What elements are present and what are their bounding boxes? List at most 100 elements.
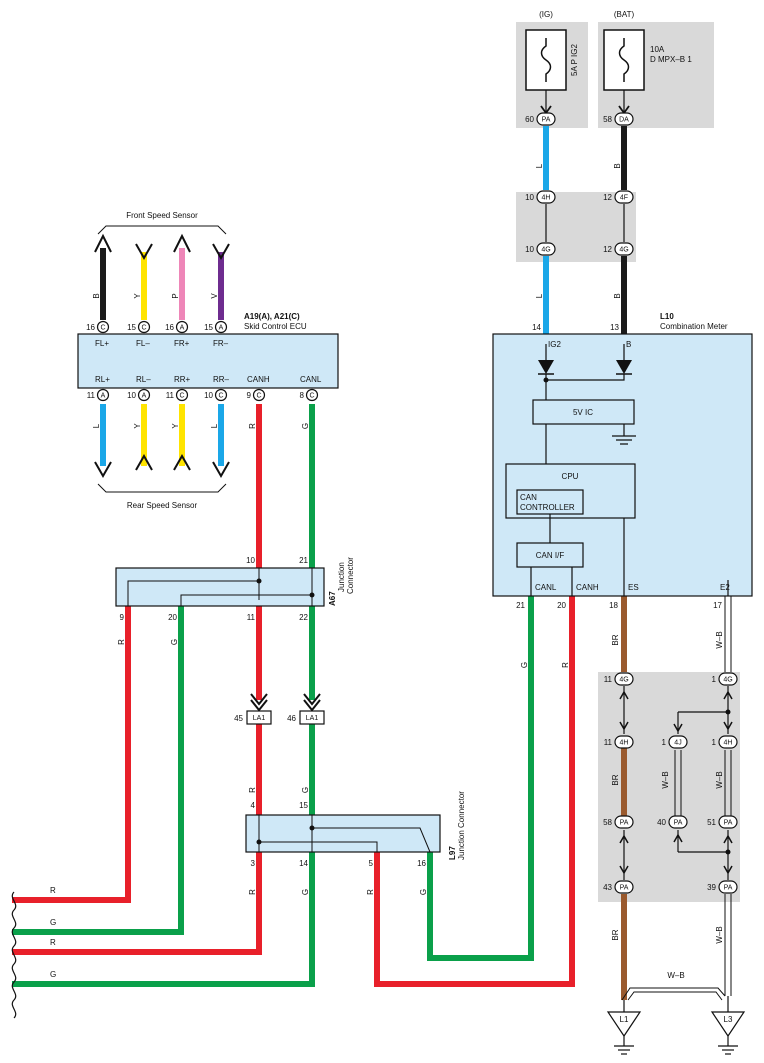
ecu-bottom-pin-2 [175,388,189,402]
5v-ic-box [532,399,635,425]
pin-4h-code: 4H [542,195,551,202]
left-wire-label-0: R [50,886,56,895]
pin-bat-da-code: DA [619,117,629,124]
gb-pa-51-code: PA [724,820,733,827]
ecu-bottom-label-3: RR– [213,375,230,384]
l97-bottom-pin-1: 14 [299,859,308,868]
bat-label: (BAT) [614,10,635,19]
left-wire-label-1: G [50,918,56,927]
meter-canl-label: CANL [535,583,557,592]
bat-fuse-name: D MPX–B 1 [650,55,692,64]
wire-a67-20 [12,606,184,935]
gb-4g-right-code: 4G [723,677,732,684]
a67-wire-g: G [170,639,179,645]
ecu-bottom-wire-2: Y [171,423,180,429]
meter-wire-e2: W–B [715,631,724,648]
pin-4g-left-num: 10 [525,245,534,254]
can-controller-label-1: CAN [520,493,537,502]
ecu-top-wire-1: Y [133,293,142,299]
fuse-ig [525,29,567,91]
front-sensor-label: Front Speed Sensor [126,211,198,220]
gb-4h-right [718,735,738,749]
ecu-bottom-pin-1-code: A [142,393,147,400]
gb-4j [668,735,688,749]
gb-4g-left-code: 4G [619,677,628,684]
gb-4j-num: 1 [662,738,667,747]
ecu-bottom-label-1: RL– [136,375,151,384]
pin-4h [536,190,556,204]
la1-g-code: LA1 [306,715,319,722]
pin-4g-left [536,242,556,256]
gb-wire-wb-2: W–B [715,771,724,788]
gb-wire-br-1: BR [611,774,620,785]
pin-4f-num: 12 [603,193,612,202]
meter-wire-canh: R [561,662,570,668]
ecu-bottom-pin-0-code: A [101,393,106,400]
ecu-bottom-pin-2-num: 11 [166,391,175,400]
wire-ground-cross [621,987,726,1001]
gb-pa-39-code: PA [724,885,733,892]
ecu-top-label-0: FL+ [95,339,109,348]
meter-es-label: ES [628,583,639,592]
l97-top-pin-1: 15 [299,801,308,810]
a67-id: A67 [328,591,337,606]
wire-code-ig-l-2: L [535,293,544,298]
a67-bottom-pin-1: 20 [168,613,177,622]
pin-4g-right-code: 4G [619,247,628,254]
l97-wire-g-16: G [419,889,428,895]
gb-4h-left-num: 11 [604,738,613,747]
l97-top-pin-0: 4 [251,801,256,810]
ecu-bottom-wire-5: G [301,423,310,429]
a67-bottom-pin-0: 9 [120,613,125,622]
wire-code-bat-b-2: B [613,293,622,298]
ecu-bottom-pin-0-num: 11 [87,391,96,400]
l97-bottom-pin-3: 16 [417,859,426,868]
ecu-top-pin-3-num: 15 [204,323,213,332]
gb-4h-left [614,735,634,749]
gb-pa-43-code: PA [620,885,629,892]
meter-id: L10 [660,312,674,321]
pin-4f-code: 4F [620,195,628,202]
gb-pa-39 [718,880,738,894]
gb-pa-43 [614,880,634,894]
meter-wire-canl: G [520,662,529,668]
rear-sensor-label: Rear Speed Sensor [127,501,198,510]
gb-4h-right-num: 1 [712,738,717,747]
can-controller-label-2: CONTROLLER [520,503,575,512]
gb-4j-code: 4J [674,740,681,747]
ecu-bottom-pin-1-num: 10 [127,391,136,400]
pin-bat-da-num: 58 [603,115,612,124]
a67-wire-r: R [117,639,126,645]
harness-break [11,891,17,1019]
l97-wire-g-top: G [301,787,310,793]
5v-ic-label: 5V IC [573,408,593,417]
ecu-bottom-pin-4 [252,388,266,402]
a67-bottom-pin-3: 22 [299,613,308,622]
ecu-top-wire-2: P [171,293,180,298]
l97-bottom-pin-2: 5 [369,859,374,868]
l97-name: Junction Connector [457,791,466,860]
pin-ig-pa-num: 60 [525,115,534,124]
a67-name: Junction [337,562,346,592]
ecu-bottom-pin-0 [96,388,110,402]
ecu-bottom-wire-3: L [210,423,219,428]
ecu-top-label-1: FL– [136,339,150,348]
ground-l1-label: L1 [620,1015,629,1024]
l97-wire-r-3: R [248,889,257,895]
meter-ig2-label: IG2 [548,340,561,349]
gb-wire-wb-1: W–B [661,771,670,788]
meter-e2-label: E2 [720,583,730,592]
pin-4g-right-num: 12 [603,245,612,254]
ecu-top-pin-0-num: 16 [86,323,95,332]
ecu-bottom-label-2: RR+ [174,375,191,384]
l97-bottom-pin-0: 3 [251,859,256,868]
gb-pa-58-code: PA [620,820,629,827]
gb-4g-left-num: 11 [604,675,613,684]
ecu-top-pin-2 [175,320,189,334]
wire-e2-wb [674,596,732,996]
left-wire-label-2: R [50,938,56,947]
la1-connector-r [246,710,272,725]
pin-ig-pa [536,112,556,126]
bat-fuse-amp: 10A [650,45,665,54]
meter-b-label: B [626,340,631,349]
